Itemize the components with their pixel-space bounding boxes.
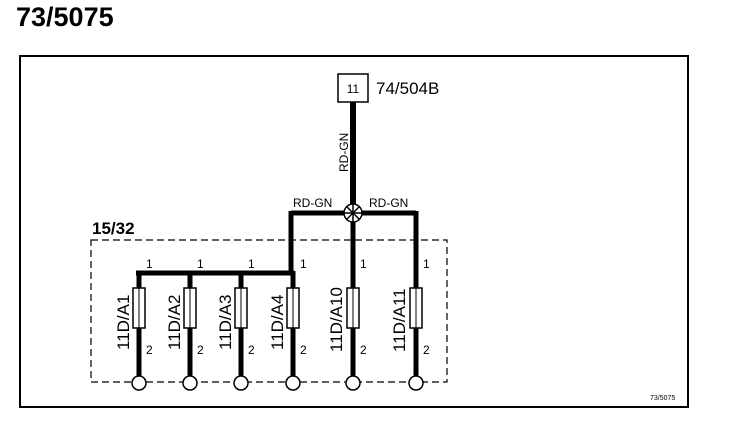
connector-pin-number: 11 — [347, 82, 360, 96]
splice-node-icon — [343, 203, 363, 223]
fuse-11D-A4: 1 2 11D/A4 — [268, 257, 307, 391]
terminal-circle-icon — [233, 375, 249, 391]
fuse-pin-top: 1 — [146, 257, 153, 271]
fuse-box-label: 15/32 — [92, 219, 135, 238]
wire-color-label-right: RD-GN — [369, 196, 408, 210]
fuse-11D-A11: 1 2 11D/A11 — [390, 257, 430, 391]
fuse-id-label: 11D/A11 — [390, 288, 409, 352]
terminal-circle-icon — [408, 375, 424, 391]
fuse-pin-top: 1 — [300, 257, 307, 271]
terminal-circle-icon — [345, 375, 361, 391]
terminal-circle-icon — [131, 375, 147, 391]
fuse-pin-top: 1 — [360, 257, 367, 271]
diagram-frame — [19, 55, 689, 408]
fuse-pin-bottom: 2 — [300, 343, 307, 357]
fuse-id-label: 11D/A3 — [216, 295, 235, 350]
fuse-11D-A1: 1 2 11D/A1 — [114, 257, 153, 391]
footer-reference: 73/5075 — [650, 395, 675, 402]
fuse-id-label: 11D/A2 — [165, 295, 184, 350]
fuse-pin-top: 1 — [423, 257, 430, 271]
page-title: 73/5075 — [16, 2, 114, 32]
fuse-11D-A3: 1 2 11D/A3 — [216, 257, 255, 391]
fuse-pin-bottom: 2 — [360, 343, 367, 357]
fuse-pin-bottom: 2 — [248, 343, 255, 357]
fuse-id-label: 11D/A4 — [268, 295, 287, 350]
fuse-pin-bottom: 2 — [146, 343, 153, 357]
fuse-pin-bottom: 2 — [423, 343, 430, 357]
fuse-pin-bottom: 2 — [197, 343, 204, 357]
wire-color-label-left: RD-GN — [293, 196, 332, 210]
connector-label: 74/504B — [376, 79, 439, 98]
fuse-pin-top: 1 — [197, 257, 204, 271]
fuse-pin-top: 1 — [248, 257, 255, 271]
fuse-11D-A10: 1 2 11D/A10 — [327, 257, 367, 391]
fuse-id-label: 11D/A10 — [327, 287, 346, 352]
fuse-box-outline — [90, 239, 448, 383]
terminal-circle-icon — [182, 375, 198, 391]
wire-color-label-vertical: RD-GN — [337, 133, 351, 172]
fuse-id-label: 11D/A1 — [114, 295, 133, 350]
connector-74-504B: 11 74/504B — [337, 73, 439, 103]
terminal-circle-icon — [285, 375, 301, 391]
fuse-11D-A2: 1 2 11D/A2 — [165, 257, 204, 391]
